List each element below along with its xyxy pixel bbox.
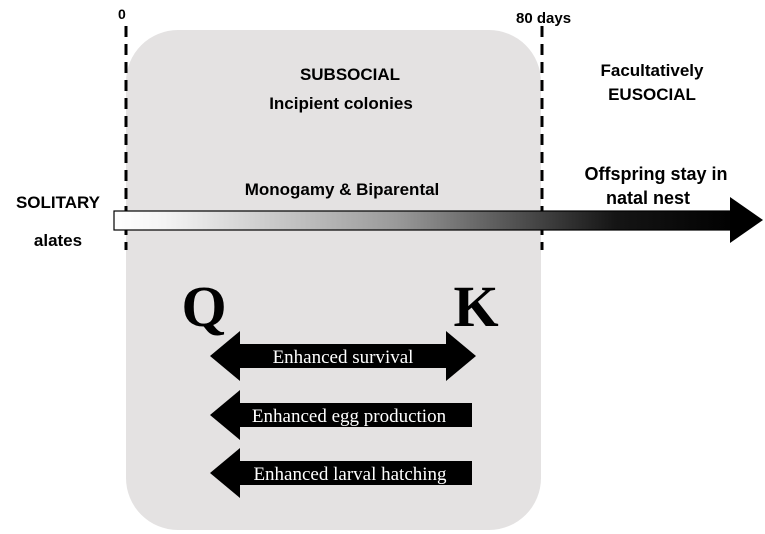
- timeline-band: [113, 210, 741, 231]
- subsocial-subtitle: Incipient colonies: [269, 94, 413, 113]
- timeline-end-label: 80 days: [516, 10, 571, 27]
- king-label: K: [453, 274, 498, 339]
- offspring-label-line2: natal nest: [606, 188, 690, 208]
- egg-production-label: Enhanced egg production: [252, 406, 447, 427]
- subsocial-title: SUBSOCIAL: [300, 65, 400, 84]
- survival-label: Enhanced survival: [273, 347, 414, 368]
- band-label: Monogamy & Biparental: [245, 180, 440, 199]
- larval-hatching-arrow: [210, 448, 472, 498]
- eusocial-label-line2: EUSOCIAL: [608, 85, 696, 104]
- egg-production-arrow: [210, 390, 472, 440]
- solitary-label-line2: alates: [34, 231, 82, 250]
- eusocial-label-line1: Facultatively: [601, 61, 705, 80]
- queen-label: Q: [181, 274, 226, 339]
- timeline-start-label: 0: [118, 6, 126, 22]
- solitary-label-line1: SOLITARY: [16, 193, 101, 212]
- survival-arrow: [210, 331, 476, 381]
- timeline-arrowhead: [730, 197, 763, 243]
- offspring-label-line1: Offspring stay in: [584, 164, 727, 184]
- larval-hatching-label: Enhanced larval hatching: [253, 464, 447, 485]
